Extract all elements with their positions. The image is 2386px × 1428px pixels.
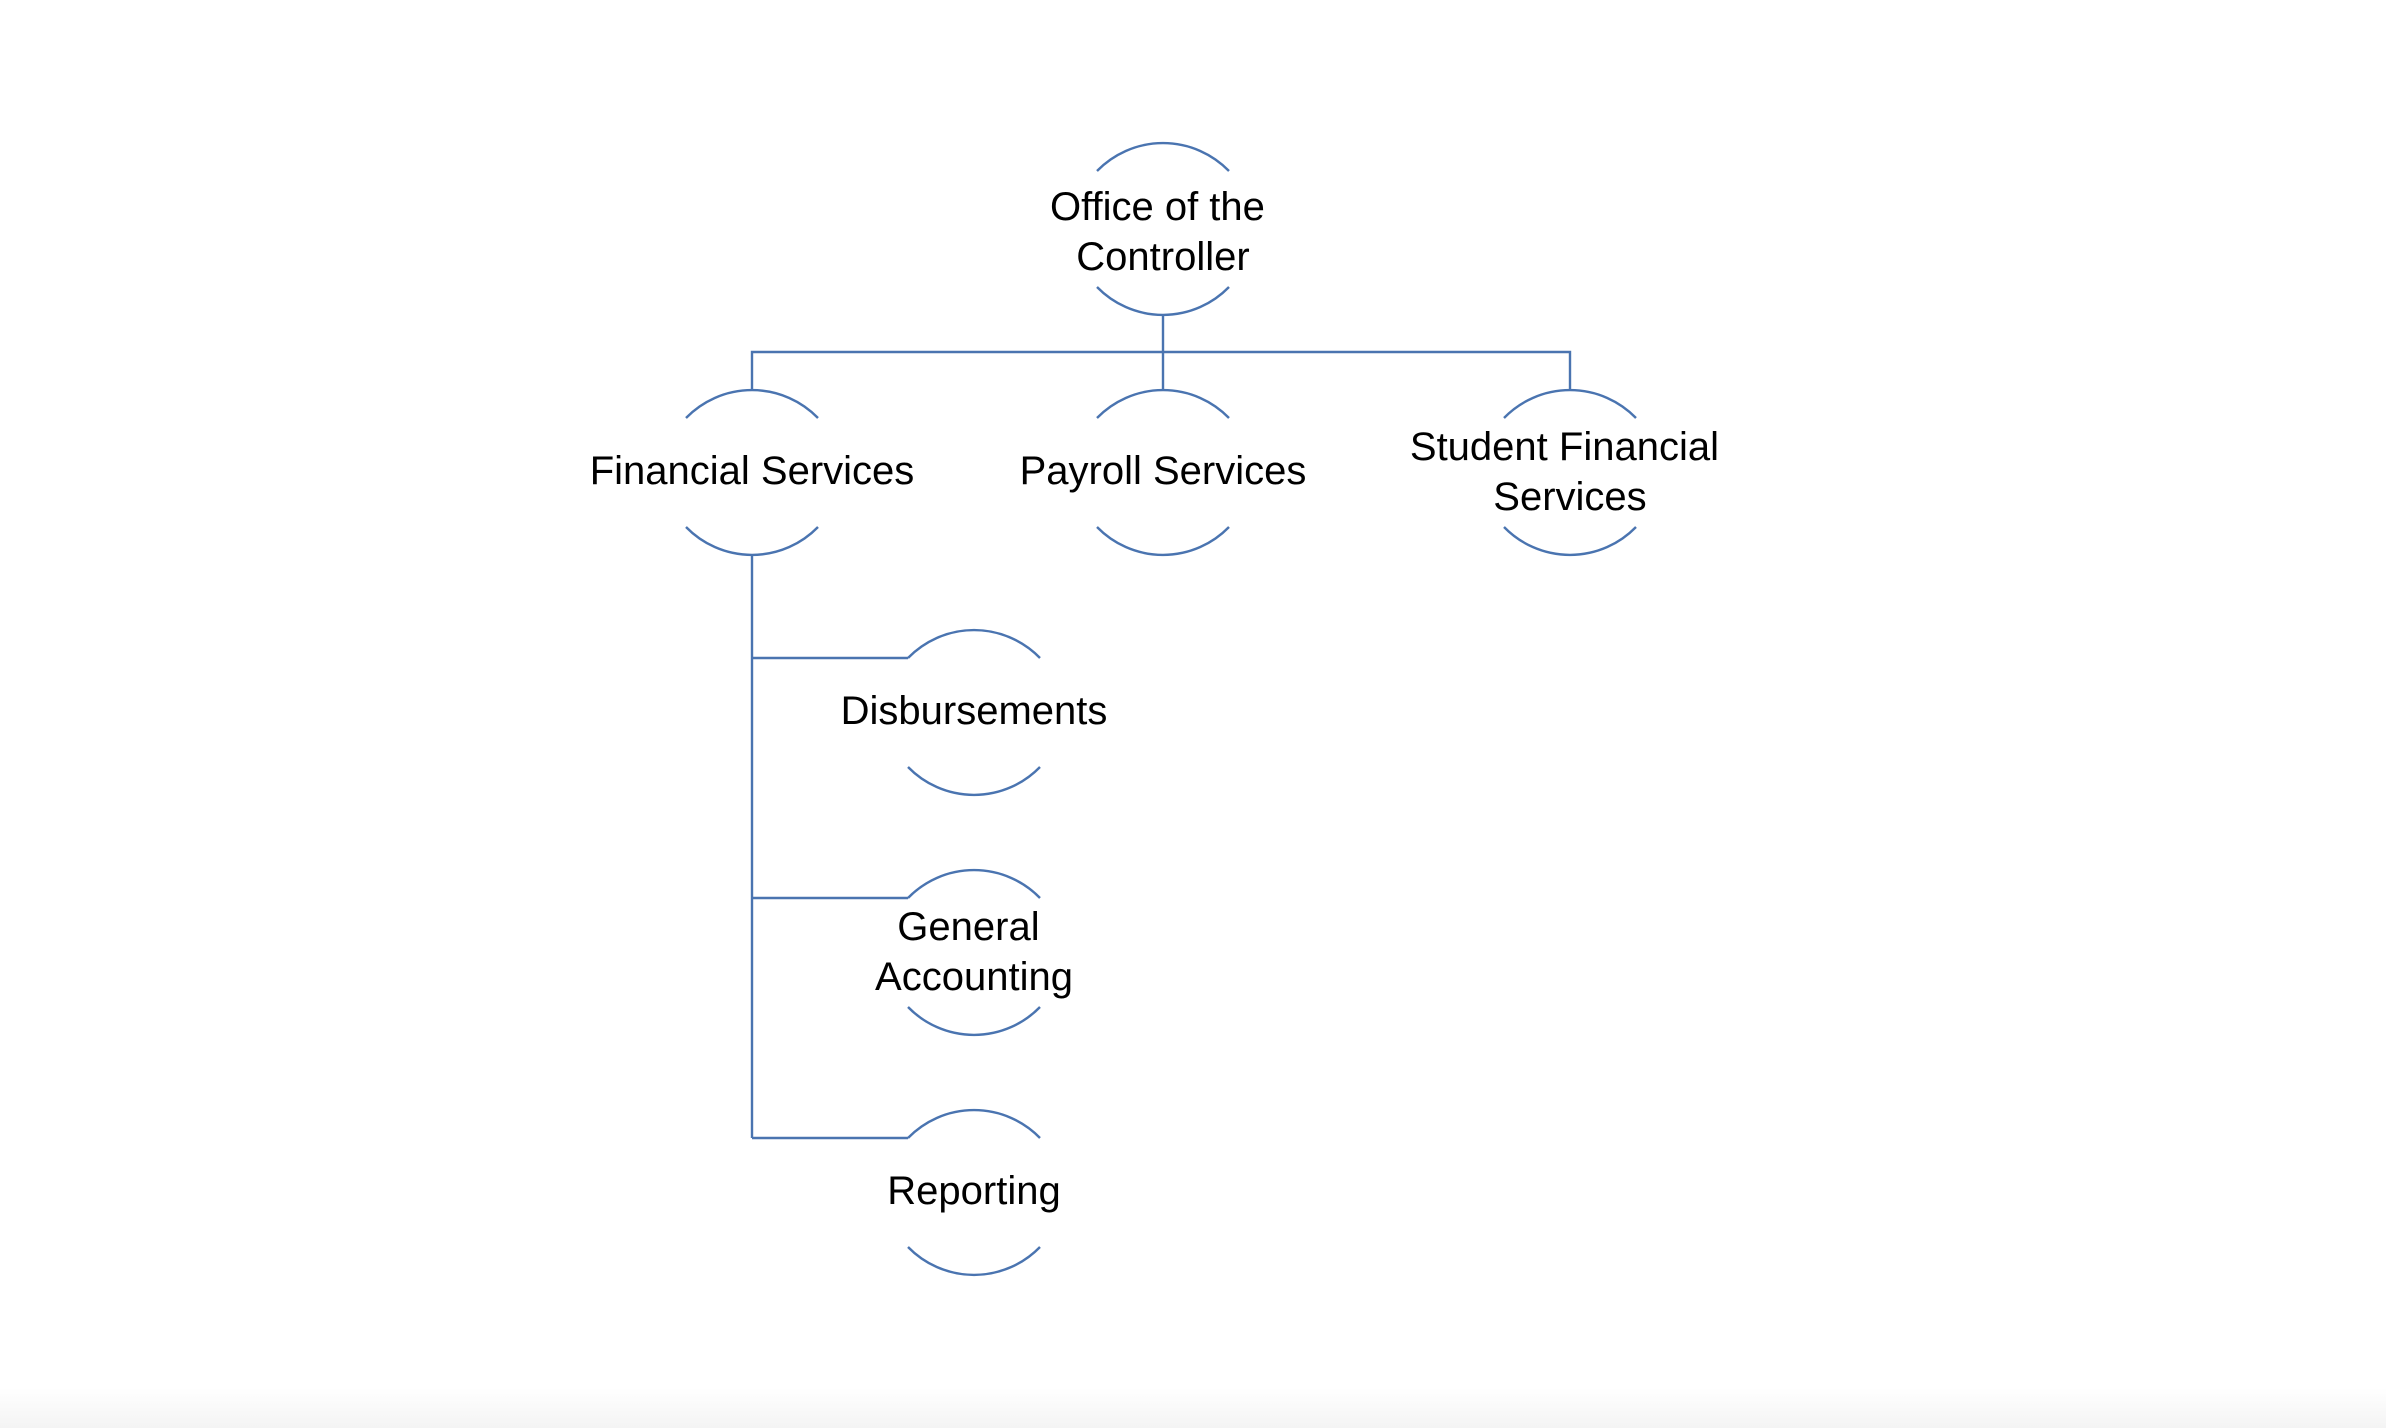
node-bottom-arc xyxy=(1096,286,1230,317)
node-top-arc xyxy=(907,868,1041,899)
node-bottom-arc xyxy=(685,526,819,557)
node-label-line-1: Disbursements xyxy=(841,689,1108,733)
node-label-line-2: Services xyxy=(1493,475,1646,519)
node-label: Office of the Controller xyxy=(1050,185,1276,279)
node-label-line-1: Reporting xyxy=(887,1169,1060,1213)
node-top-arc xyxy=(907,1108,1041,1139)
connector-root-to-children xyxy=(750,316,1572,389)
node-label: Reporting xyxy=(887,1169,1060,1213)
node-general-accounting: General Accounting xyxy=(875,868,1073,1037)
node-label: Student Financial Services xyxy=(1410,425,1730,519)
node-bottom-arc xyxy=(1503,526,1637,557)
connector-financial-services-to-subunits xyxy=(750,556,908,1140)
node-label-line-2: Controller xyxy=(1076,235,1249,279)
node-label-line-1: Payroll Services xyxy=(1020,449,1307,493)
node-reporting: Reporting xyxy=(887,1108,1061,1277)
node-label: General Accounting xyxy=(875,905,1073,999)
node-label: Financial Services xyxy=(590,449,915,493)
node-top-arc xyxy=(1096,141,1230,172)
node-top-arc xyxy=(1503,388,1637,419)
node-label: Payroll Services xyxy=(1020,449,1307,493)
node-bottom-arc xyxy=(907,1246,1041,1277)
node-bottom-arc xyxy=(907,1006,1041,1037)
node-top-arc xyxy=(1096,388,1230,419)
node-label-line-1: Office of the xyxy=(1050,185,1265,229)
node-label-line-1: Financial Services xyxy=(590,449,915,493)
node-label-line-2: Accounting xyxy=(875,955,1073,999)
node-payroll-services: Payroll Services xyxy=(1020,388,1307,557)
node-top-arc xyxy=(907,628,1041,659)
node-financial-services: Financial Services xyxy=(590,388,915,557)
window-bottom-edge xyxy=(0,1388,2386,1428)
node-office-of-the-controller: Office of the Controller xyxy=(1050,141,1276,317)
node-disbursements: Disbursements xyxy=(841,628,1108,797)
node-top-arc xyxy=(685,388,819,419)
node-label: Disbursements xyxy=(841,689,1108,733)
connectors xyxy=(750,316,1572,1140)
node-label-line-1: Student Financial xyxy=(1410,425,1719,469)
node-bottom-arc xyxy=(1096,526,1230,557)
node-label-line-1: General xyxy=(897,905,1039,949)
node-bottom-arc xyxy=(907,766,1041,797)
node-student-financial-services: Student Financial Services xyxy=(1410,388,1730,557)
